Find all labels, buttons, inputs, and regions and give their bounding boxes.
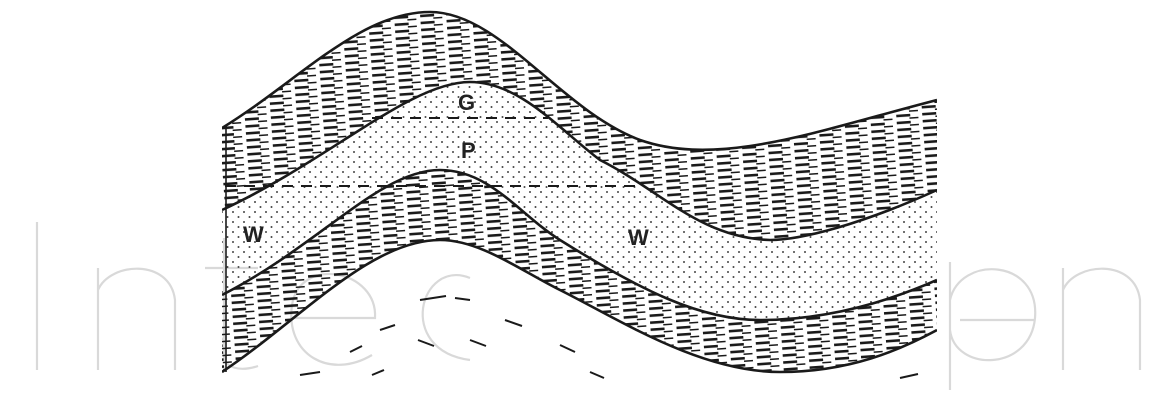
gas-label: G (458, 90, 475, 115)
petroleum-label: P (461, 138, 476, 163)
strata (222, 12, 937, 378)
water-label-right: W (628, 225, 649, 250)
water-label-left: W (243, 222, 264, 247)
